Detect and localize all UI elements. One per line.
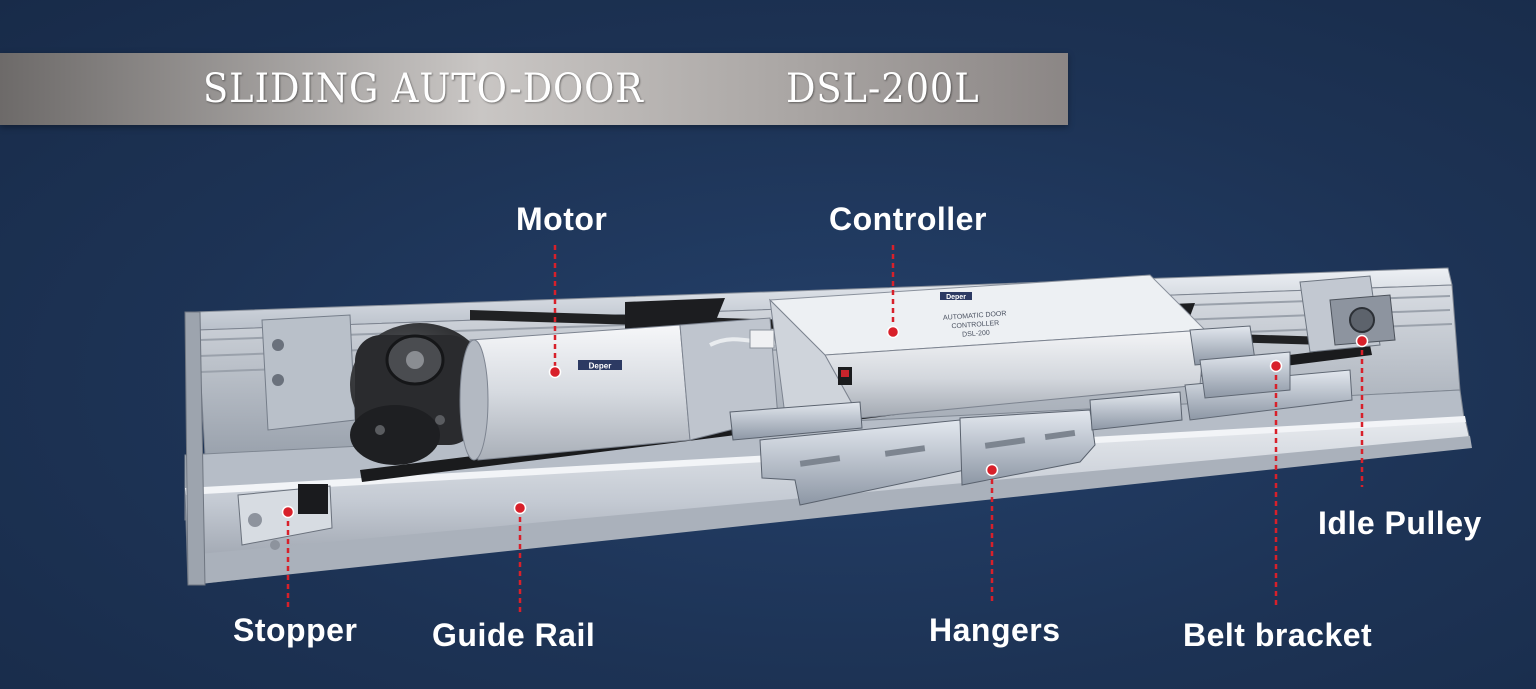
controller-brand-label: Deper xyxy=(946,294,966,301)
controller-label-line3: DSL-200 xyxy=(962,330,990,339)
callout-guide-rail: Guide Rail xyxy=(432,617,596,653)
callout-motor: Motor xyxy=(516,201,608,237)
belt-bracket-assembly xyxy=(1184,325,1353,421)
motor-brand-plate xyxy=(578,360,622,370)
title-banner xyxy=(0,53,1068,125)
callout-stopper: Stopper xyxy=(233,612,358,648)
guide-rail-lower-lip xyxy=(188,436,1472,585)
controller-box: Deper AUTOMATIC DOOR CONTROLLER DSL-200 xyxy=(768,274,1207,419)
callout-idle-pulley: Idle Pulley xyxy=(1318,505,1482,541)
callout-controller: Controller xyxy=(829,201,987,237)
gearbox xyxy=(350,323,490,465)
product-title: SLIDING AUTO-DOOR xyxy=(203,66,644,112)
track-end-cap xyxy=(184,311,206,586)
motor-body: Deper xyxy=(459,324,691,461)
callout-belt-bracket: Belt bracket xyxy=(1183,617,1373,653)
callout-hangers: Hangers xyxy=(929,612,1061,648)
motor-brand-label: Deper xyxy=(589,362,612,371)
callout-dots xyxy=(281,325,1369,519)
hanger-slots xyxy=(799,429,1076,467)
controller-label-line1: AUTOMATIC DOOR xyxy=(943,310,1007,321)
callout-leaders xyxy=(286,245,1364,615)
controller-brand-plate xyxy=(940,292,972,300)
controller-label-line2: CONTROLLER xyxy=(951,320,999,330)
motor-end-bracket xyxy=(261,314,356,431)
model-number: DSL-200L xyxy=(786,66,980,112)
